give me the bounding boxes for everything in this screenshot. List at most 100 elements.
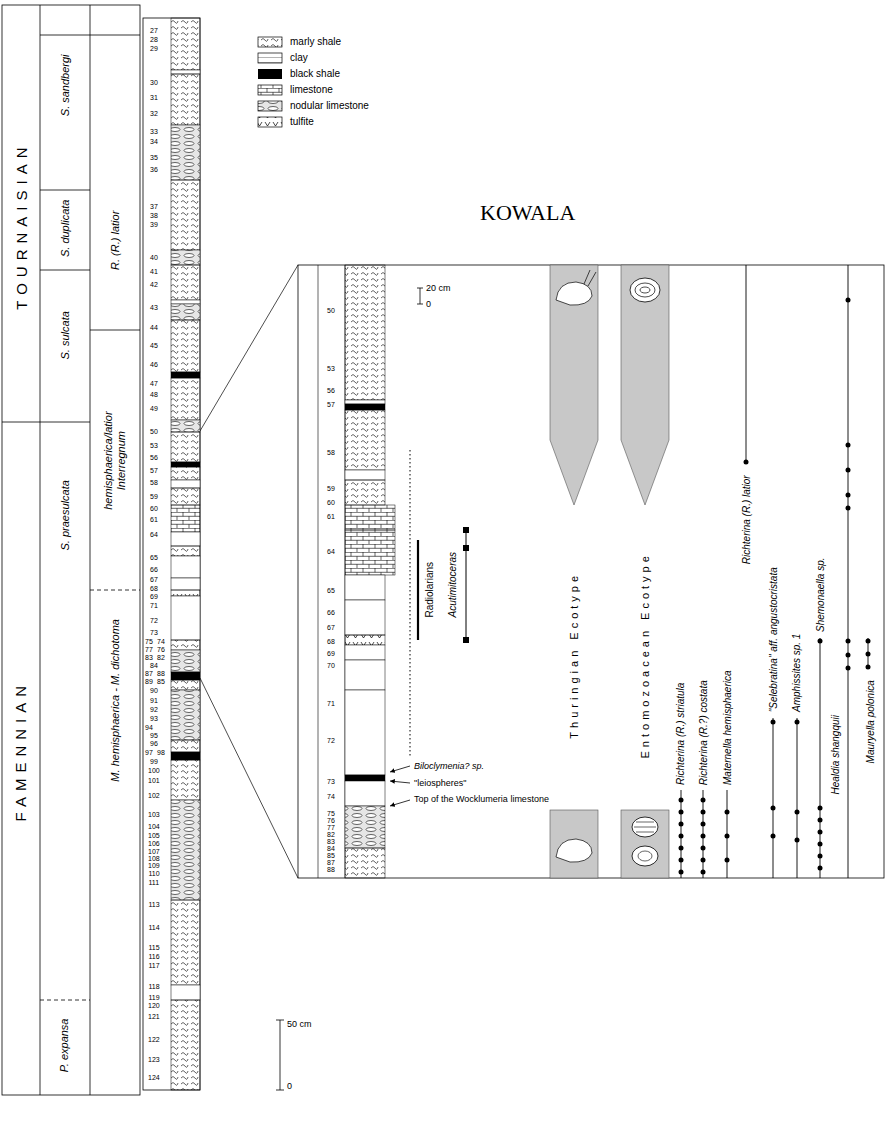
bed-number: 77 xyxy=(145,646,153,653)
bed-number: 31 xyxy=(150,94,158,101)
occurrence-dot xyxy=(866,639,871,644)
zone-band: P. expansa xyxy=(40,1000,90,1095)
lithology-column xyxy=(143,18,200,1090)
bed-number: 113 xyxy=(149,901,160,908)
occurrence-dot xyxy=(701,858,706,863)
scale-label: 20 cm xyxy=(426,283,451,293)
scale-bar xyxy=(417,288,423,304)
bed-number: 82 xyxy=(327,831,335,838)
occurrence-dot xyxy=(846,506,851,511)
ostracod-drawing xyxy=(556,282,592,305)
scale-label: 0 xyxy=(287,1081,292,1091)
occurrence-dot xyxy=(818,830,823,835)
enlargement-line xyxy=(200,265,298,878)
bed-number: 107 xyxy=(148,848,160,855)
lithology-bed xyxy=(171,640,200,650)
occurrence-dot xyxy=(818,854,823,859)
ostracod-drawing xyxy=(632,846,658,866)
bed-number: 116 xyxy=(149,953,160,960)
bed-number: 65 xyxy=(327,587,335,594)
ostracod-spine xyxy=(584,270,596,286)
bed-number: 117 xyxy=(149,962,160,969)
figure-title: KOWALA xyxy=(480,200,575,225)
bed-number: 40 xyxy=(150,254,158,261)
column-frame xyxy=(2,5,140,1095)
bed-number: 84 xyxy=(327,845,335,852)
bed-number: 64 xyxy=(150,531,158,538)
bed-number: 82 xyxy=(157,654,165,661)
ostracod-drawing xyxy=(635,283,655,297)
occurrence-dot xyxy=(866,665,871,670)
lithology-bed xyxy=(345,848,385,878)
lithology-bed xyxy=(171,488,200,505)
marker-label: Biloclymenia? sp. xyxy=(414,761,484,771)
ecotype-label: Thuringian Ecotype xyxy=(568,571,581,738)
legend-text: tulfite xyxy=(290,116,314,128)
bed-number: 28 xyxy=(150,36,158,43)
lithology-bed xyxy=(171,752,200,760)
lithology-bed xyxy=(171,74,200,125)
stage-name: TOURNAISIAN xyxy=(13,141,30,309)
lithology-bed xyxy=(171,760,200,800)
stage-band: FAMENNIAN xyxy=(2,422,40,1095)
bed-number: 115 xyxy=(149,944,160,951)
zone-name: P. expansa xyxy=(58,1018,71,1072)
lithology-bed xyxy=(171,800,200,900)
bed-number: 121 xyxy=(148,1013,160,1020)
bed-number: 73 xyxy=(150,629,158,636)
occurrence-dot xyxy=(771,720,776,725)
bed-number: 75 xyxy=(145,638,153,645)
bed-number: 47 xyxy=(150,380,158,387)
bed-number: 65 xyxy=(150,554,158,561)
bed-number: 73 xyxy=(327,778,335,785)
legend-swatch xyxy=(258,85,282,95)
legend-text: nodular limestone xyxy=(290,100,369,112)
zone-band: R. (R.) latior xyxy=(90,35,140,330)
bed-number: 39 xyxy=(150,221,158,228)
bed-number: 30 xyxy=(150,79,158,86)
lithology-bed xyxy=(171,420,200,432)
bed-number: 68 xyxy=(327,638,335,645)
bed-number: 108 xyxy=(148,855,160,862)
bed-number: 120 xyxy=(148,1002,160,1009)
occurrence-dot xyxy=(846,666,851,671)
zone-boundary-dashed xyxy=(40,590,140,1000)
bed-number: 29 xyxy=(150,45,158,52)
bed-number: 103 xyxy=(148,811,160,818)
species-name: Mauryella polonica xyxy=(864,680,876,763)
lithology-bed xyxy=(345,575,385,600)
bed-number: 36 xyxy=(150,166,158,173)
lithology-bed xyxy=(171,432,200,462)
lithology-bed xyxy=(171,578,200,590)
occurrence-dot xyxy=(679,858,684,863)
bed-number: 57 xyxy=(150,467,158,474)
bed-number: 56 xyxy=(327,387,335,394)
bed-number: 68 xyxy=(150,585,158,592)
bed-number: 110 xyxy=(149,870,160,877)
occurrence-dot xyxy=(818,866,823,871)
bed-number: 93 xyxy=(150,715,158,722)
ostracod-drawing xyxy=(638,851,652,861)
lithology-bed xyxy=(345,265,385,400)
scale-label: 0 xyxy=(426,299,431,309)
zone-name: S. sulcata xyxy=(59,311,72,359)
bed-number: 83 xyxy=(145,654,153,661)
pointer-arrow xyxy=(390,781,410,783)
bed-number: 71 xyxy=(150,602,158,609)
lithology-bed xyxy=(171,556,200,578)
bed-number: 71 xyxy=(327,700,335,707)
bed-number: 90 xyxy=(150,687,158,694)
legend-swatch xyxy=(258,101,282,111)
bed-number: 91 xyxy=(150,697,158,704)
occurrence-dot xyxy=(701,846,706,851)
occurrence-dot xyxy=(744,460,749,465)
bed-number: 64 xyxy=(327,548,335,555)
bed-number: 69 xyxy=(150,593,158,600)
bed-number: 45 xyxy=(150,342,158,349)
lithology-bed xyxy=(345,505,395,530)
lithology-bed xyxy=(345,781,385,806)
pointer-arrow xyxy=(390,800,410,806)
bed-number: 35 xyxy=(150,154,158,161)
zone-name: S. sandbergi xyxy=(59,54,72,116)
ecotype-label: Entomozoacean Ecotype xyxy=(639,552,652,758)
